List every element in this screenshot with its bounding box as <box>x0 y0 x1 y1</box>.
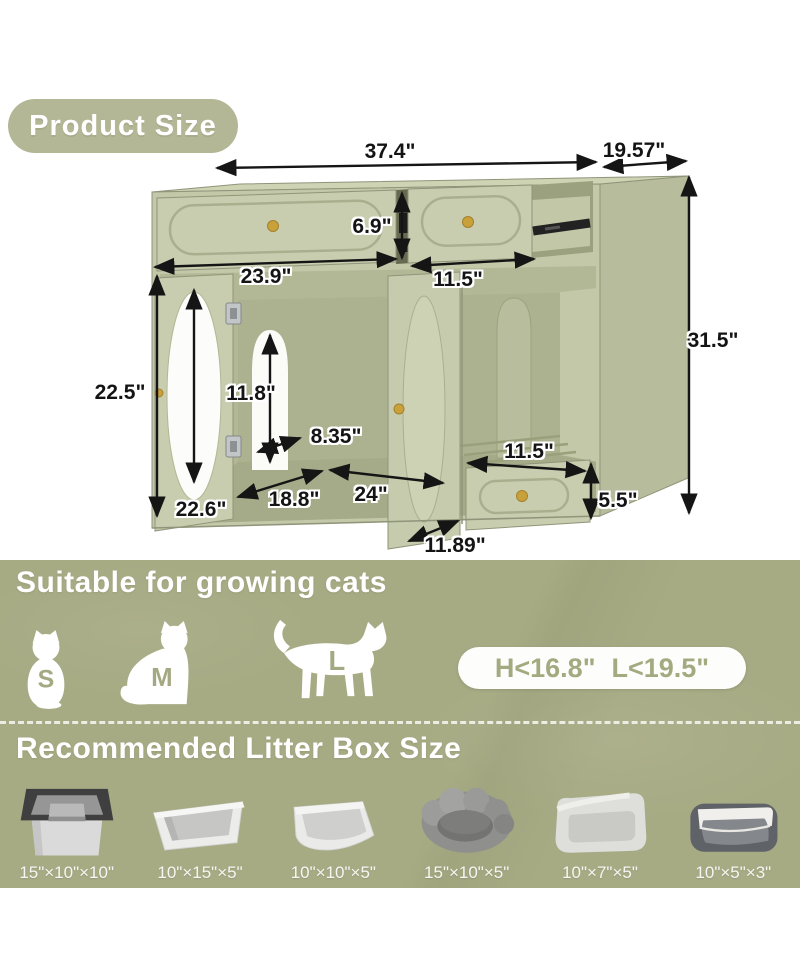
dim-bottom-drawer-height: 5.5" <box>598 489 638 512</box>
dim-door-oval-height: 22.5" <box>94 381 146 404</box>
product-item <box>133 770 266 862</box>
product-size-badge: Product Size <box>8 99 238 153</box>
cat-size-label: M <box>151 664 173 692</box>
product-size-label: 10"×5"×3" <box>695 863 772 882</box>
product-item <box>533 770 666 862</box>
length-limit: L<19.5" <box>611 652 710 683</box>
litter-box-products-row <box>0 770 800 862</box>
arrow-top-depth <box>601 153 689 175</box>
gold-knob-icon <box>516 490 528 502</box>
cat-size-label: S <box>38 666 55 694</box>
gold-knob-icon <box>267 220 279 232</box>
product-size-label: 15"×10"×5" <box>424 863 510 882</box>
product-size-badge-label: Product Size <box>29 109 217 142</box>
dashed-divider <box>0 721 800 724</box>
dim-interior-width: 24" <box>354 483 388 506</box>
litter-pan-image <box>153 801 245 851</box>
product-item <box>667 770 800 862</box>
product-size-label: 10"×15"×5" <box>157 863 243 882</box>
middle-door-open <box>387 271 461 550</box>
product-item <box>0 770 133 862</box>
dim-bottom-drawer-width: 11.5" <box>504 440 554 463</box>
suitable-section-title: Suitable for growing cats <box>16 566 387 599</box>
dim-top-depth: 19.57" <box>602 139 666 162</box>
cat-large-silhouette: L <box>266 618 394 704</box>
dimension-arrows <box>148 153 698 543</box>
product-size-label: 15"×10"×10" <box>19 863 114 882</box>
top-right-drawer-open <box>407 184 533 264</box>
recommended-section-title: Recommended Litter Box Size <box>16 732 462 765</box>
cat-medium-silhouette: M <box>114 621 202 707</box>
gold-knob-icon <box>393 403 405 415</box>
arrow-arch-width <box>255 435 303 455</box>
arrow-interior-depth <box>235 468 325 500</box>
round-cat-bed-image <box>421 787 514 853</box>
dim-side-height: 22.6" <box>175 498 227 521</box>
cabinet-diagram: 37.4" 19.57" 6.9" 23.9" 11.5" 22.5" 11.8… <box>94 139 739 557</box>
arrow-right-section-width <box>409 251 537 274</box>
dim-door-width: 11.89" <box>424 534 486 557</box>
bottom-whitespace <box>0 888 800 977</box>
interior-arch-panel <box>496 297 532 459</box>
dim-interior-depth: 18.8" <box>268 488 320 511</box>
cat-large-walking-icon: L <box>273 619 387 699</box>
rectangular-cat-bed-image <box>690 803 778 852</box>
arrow-left-section-width <box>152 251 399 275</box>
product-size-label: 10"×7"×5" <box>562 863 638 882</box>
height-limit: H<16.8" <box>494 652 596 683</box>
product-item <box>267 770 400 862</box>
dim-left-section-width: 23.9" <box>240 265 292 288</box>
cat-medium-sitting-profile-icon: M <box>120 621 189 705</box>
cat-size-limit-badge: H<16.8" L<19.5" <box>458 647 746 689</box>
arrow-top-width <box>214 153 599 177</box>
arrow-door-width <box>407 519 460 543</box>
arrow-interior-width <box>327 463 446 490</box>
dim-overall-height: 31.5" <box>687 329 739 352</box>
arrow-bottom-drawer-width <box>465 455 588 479</box>
litter-box-high-rim-image <box>20 788 113 856</box>
drawer-slide-rail <box>532 218 591 236</box>
cat-size-label: L <box>328 645 345 676</box>
top-left-drawer <box>156 189 397 272</box>
cabinet-illustration <box>148 153 698 550</box>
green-info-section: Suitable for growing cats S <box>0 560 800 888</box>
open-litter-box-image <box>293 801 375 851</box>
dim-arch-height: 11.8" <box>226 382 276 405</box>
product-item <box>400 770 533 862</box>
cat-small-sitting-front-icon: S <box>27 630 65 709</box>
dim-drawer-height: 6.9" <box>352 215 392 238</box>
dim-top-width: 37.4" <box>364 140 416 163</box>
dim-right-section-width: 11.5" <box>433 268 483 291</box>
litter-box-sizes-row: 15"×10"×10" 10"×15"×5" 10"×10"×5" 15"×10… <box>0 863 800 883</box>
cat-small-silhouette: S <box>22 628 70 710</box>
dim-arch-width: 8.35" <box>310 425 362 448</box>
square-cat-bed-image <box>555 792 647 853</box>
gold-knob-icon <box>462 216 474 228</box>
product-size-label: 10"×10"×5" <box>290 863 376 882</box>
